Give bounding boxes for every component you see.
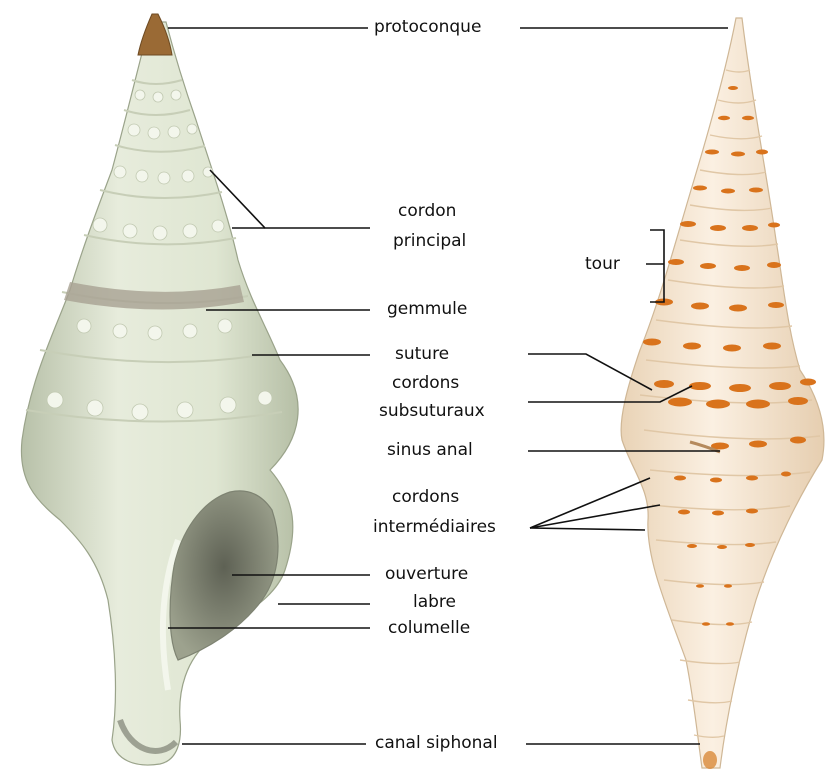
label-cordon-principal-line2: principal: [391, 231, 468, 251]
leader-cordons-int-3: [530, 528, 645, 530]
left-shell: [21, 14, 298, 765]
leader-cordons-int-1: [530, 478, 650, 528]
label-cordon-principal-line1: cordon: [396, 201, 458, 221]
label-canal-siphonal: canal siphonal: [373, 733, 500, 753]
label-cordons-subsuturaux-line1: cordons: [390, 373, 461, 393]
label-ouverture: ouverture: [383, 564, 470, 584]
label-protoconque: protoconque: [372, 17, 483, 37]
left-protoconch: [138, 14, 172, 55]
leader-cordon-principal: [210, 170, 370, 228]
label-labre: labre: [411, 592, 458, 612]
label-suture: suture: [393, 344, 451, 364]
label-cordons-subsuturaux-line2: subsuturaux: [377, 401, 487, 421]
label-sinus-anal: sinus anal: [385, 440, 475, 460]
right-shell-body: [621, 18, 824, 768]
leader-cordons-int-2: [530, 505, 660, 528]
label-columelle: columelle: [386, 618, 472, 638]
label-gemmule: gemmule: [385, 299, 469, 319]
label-cordons-intermediaires-line1: cordons: [390, 487, 461, 507]
right-shell: [621, 18, 824, 769]
label-cordons-intermediaires-line2: intermédiaires: [371, 517, 498, 537]
label-tour: tour: [583, 254, 622, 274]
right-canal-tip: [703, 751, 717, 769]
